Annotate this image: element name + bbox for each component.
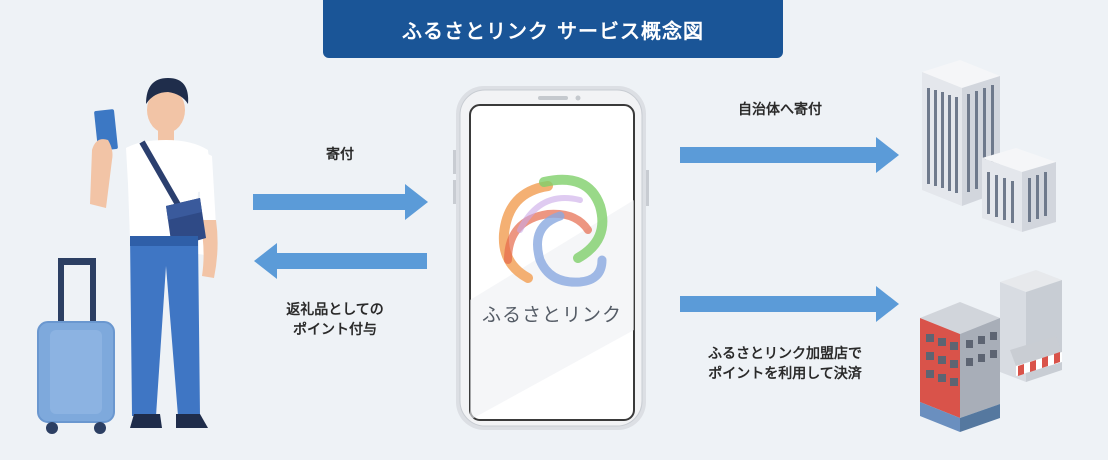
merchant-payment-label: ふるさとリンク加盟店で ポイントを利用して決済 — [708, 346, 862, 382]
furusato-link-logo-icon — [498, 174, 608, 287]
diagram-title: ふるさとリンク サービス概念図 — [323, 0, 783, 58]
donation-arrow — [253, 184, 428, 220]
donation-label: 寄付 — [326, 147, 354, 163]
smartphone-icon — [453, 86, 649, 430]
point-grant-arrow — [254, 243, 427, 279]
to-municipality-label: 自治体へ寄付 — [738, 102, 822, 118]
merchant-arrow — [680, 286, 899, 322]
shop-buildings-icon — [920, 270, 1062, 432]
municipality-arrow — [680, 137, 899, 173]
app-name: ふるさとリンク — [481, 304, 622, 326]
suitcase-icon — [37, 258, 115, 434]
office-building-icon — [922, 60, 1056, 232]
traveler-person-icon — [90, 78, 218, 428]
return-gift-point-label: 返礼品としての ポイント付与 — [286, 302, 384, 338]
